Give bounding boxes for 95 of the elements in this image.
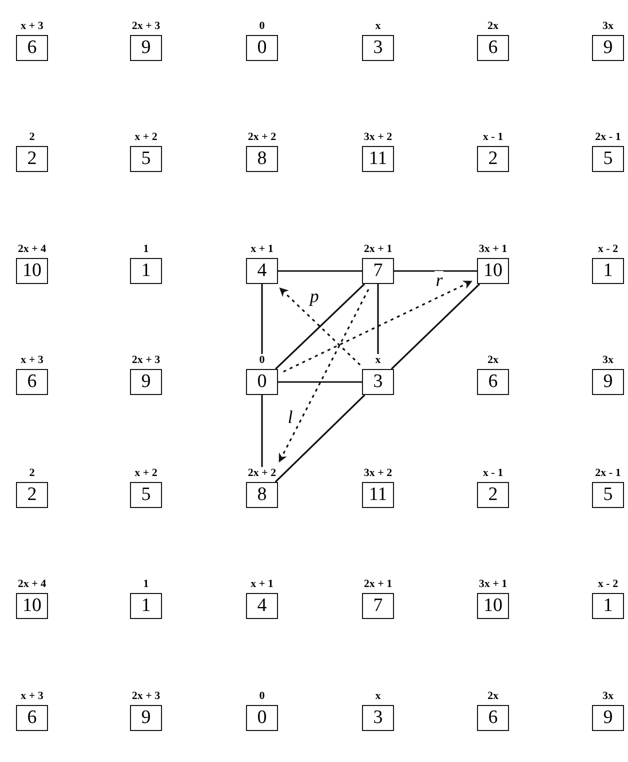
expression-label: 2x + 2 (246, 467, 278, 479)
edge-label: r (434, 270, 444, 289)
number-box: 9 (592, 369, 624, 395)
number-box: 5 (592, 482, 624, 508)
number-box: 2 (477, 146, 509, 172)
connector-line (394, 270, 477, 272)
expression-label: 3x (602, 20, 614, 32)
connector-line (377, 284, 379, 354)
expression-label: x - 2 (596, 243, 620, 255)
number-box: 0 (246, 705, 278, 731)
expression-label: 3x + 1 (478, 243, 508, 255)
expression-label: 2x + 1 (362, 578, 394, 590)
number-box: 9 (130, 35, 162, 61)
number-box: 1 (130, 258, 162, 284)
number-box: 9 (592, 35, 624, 61)
number-box: 7 (362, 593, 394, 619)
connector-line (261, 284, 263, 354)
connector-line (278, 381, 362, 383)
number-box: 11 (362, 482, 394, 508)
number-box: 5 (592, 146, 624, 172)
expression-label: x - 1 (482, 131, 504, 143)
expression-label: x + 2 (134, 467, 158, 479)
number-box: 1 (592, 258, 624, 284)
number-box: 1 (592, 593, 624, 619)
expression-label: 2x + 4 (16, 578, 48, 590)
number-box: 10 (477, 593, 509, 619)
number-box: 9 (130, 705, 162, 731)
expression-label: x - 2 (596, 578, 620, 590)
expression-label: 3x (602, 354, 614, 366)
expression-label: x (374, 20, 382, 32)
number-box: 3 (362, 35, 394, 61)
expression-label: x (374, 690, 382, 702)
number-box: 5 (130, 146, 162, 172)
number-box: 6 (477, 35, 509, 61)
expression-label: 1 (142, 243, 150, 255)
expression-label: x (374, 354, 382, 366)
number-box: 3 (362, 369, 394, 395)
expression-label: x + 2 (134, 131, 158, 143)
expression-label: 0 (258, 20, 266, 32)
number-box: 10 (477, 258, 509, 284)
expression-label: x + 1 (250, 578, 274, 590)
expression-label: 2x (486, 690, 500, 702)
expression-label: x + 3 (20, 20, 44, 32)
expression-label: 2x + 1 (362, 243, 394, 255)
expression-label: 3x (602, 690, 614, 702)
number-box: 9 (592, 705, 624, 731)
connector-line (261, 395, 263, 467)
number-box: 9 (130, 369, 162, 395)
number-box: 11 (362, 146, 394, 172)
number-box: 4 (246, 258, 278, 284)
number-box: 4 (246, 593, 278, 619)
number-box: 6 (16, 705, 48, 731)
expression-label: x + 1 (250, 243, 274, 255)
connector-line (278, 270, 362, 272)
expression-label: 0 (258, 354, 266, 366)
expression-label: 2x + 2 (246, 131, 278, 143)
expression-label: 2x - 1 (594, 467, 622, 479)
number-box: 10 (16, 258, 48, 284)
number-box: 6 (16, 35, 48, 61)
expression-label: x - 1 (482, 467, 504, 479)
expression-label: 2x + 4 (16, 243, 48, 255)
number-box: 0 (246, 35, 278, 61)
arrow (283, 280, 472, 372)
number-box: 8 (246, 146, 278, 172)
expression-label: x + 3 (20, 354, 44, 366)
expression-label: 1 (142, 578, 150, 590)
number-box: 6 (477, 705, 509, 731)
number-box: 5 (130, 482, 162, 508)
number-box: 0 (246, 369, 278, 395)
expression-label: 3x + 2 (362, 467, 394, 479)
number-box: 6 (477, 369, 509, 395)
expression-label: x + 3 (20, 690, 44, 702)
number-box: 10 (16, 593, 48, 619)
expression-label: 0 (258, 690, 266, 702)
arrow (278, 288, 370, 462)
expression-label: 3x + 2 (362, 131, 394, 143)
expression-label: 2 (28, 467, 36, 479)
number-box: 8 (246, 482, 278, 508)
number-box: 2 (477, 482, 509, 508)
connector-line (274, 394, 366, 483)
expression-label: 2x + 3 (130, 354, 162, 366)
number-box: 6 (16, 369, 48, 395)
connector-line (390, 283, 480, 370)
expression-label: 2x - 1 (594, 131, 622, 143)
expression-label: 2x (486, 354, 500, 366)
expression-label: 2x + 3 (130, 690, 162, 702)
number-box: 2 (16, 482, 48, 508)
number-box: 7 (362, 258, 394, 284)
expression-label: 3x + 1 (478, 578, 508, 590)
expression-label: 2x (486, 20, 500, 32)
number-box: 3 (362, 705, 394, 731)
expression-label: 2x + 3 (130, 20, 162, 32)
number-box: 1 (130, 593, 162, 619)
number-box: 2 (16, 146, 48, 172)
expression-label: 2 (28, 131, 36, 143)
